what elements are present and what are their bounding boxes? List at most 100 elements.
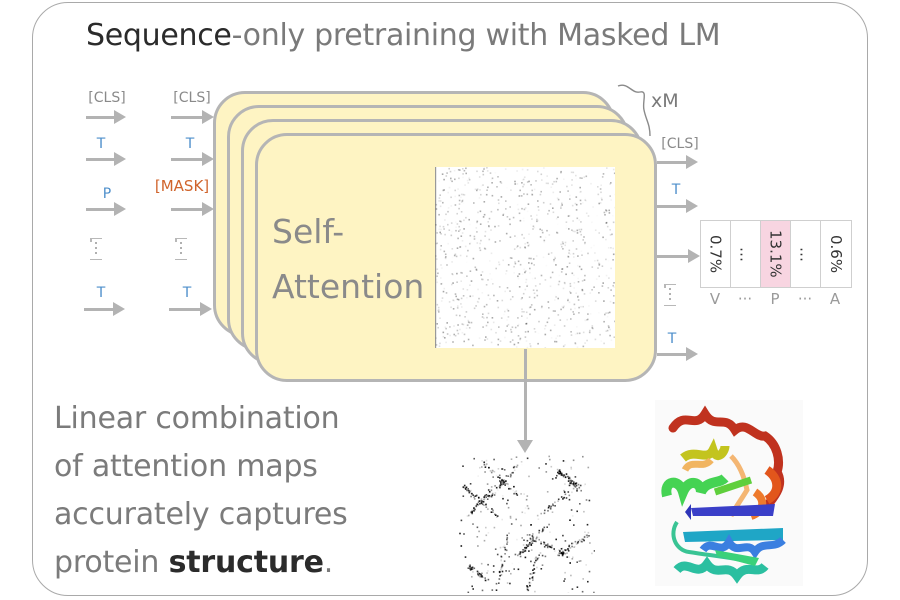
- map-pixel: [570, 481, 572, 483]
- map-pixel: [564, 241, 567, 244]
- map-pixel: [493, 494, 496, 496]
- masked-arrow: [169, 302, 212, 316]
- map-pixel: [515, 346, 518, 348]
- map-edge: [435, 167, 437, 348]
- map-pixel: [569, 290, 571, 293]
- map-pixel: [488, 466, 490, 469]
- map-pixel: [518, 562, 520, 564]
- map-pixel: [453, 325, 455, 327]
- map-pixel: [610, 339, 613, 341]
- map-pixel: [560, 271, 563, 273]
- map-pixel: [562, 551, 565, 554]
- map-pixel: [580, 203, 582, 205]
- map-pixel: [473, 457, 475, 460]
- map-pixel: [562, 345, 565, 348]
- map-pixel: [502, 495, 504, 497]
- map-pixel: [521, 310, 523, 313]
- map-pixel: [462, 486, 465, 488]
- map-pixel: [529, 537, 532, 540]
- map-pixel: [558, 470, 560, 472]
- map-pixel: [499, 181, 502, 183]
- map-pixel: [483, 201, 486, 203]
- map-pixel: [445, 341, 447, 344]
- map-pixel: [568, 476, 570, 479]
- map-pixel: [489, 273, 491, 275]
- map-pixel: [532, 228, 534, 230]
- map-pixel: [451, 248, 454, 250]
- map-pixel: [453, 169, 456, 172]
- map-pixel: [465, 172, 467, 175]
- map-pixel: [481, 185, 483, 187]
- map-pixel: [577, 299, 580, 301]
- mask-token: [MASK]: [154, 177, 210, 195]
- map-pixel: [591, 247, 593, 249]
- map-pixel: [608, 326, 610, 329]
- map-pixel: [581, 538, 583, 541]
- map-pixel: [491, 469, 494, 472]
- map-pixel: [533, 564, 535, 566]
- map-pixel: [447, 210, 449, 213]
- map-pixel: [537, 518, 540, 520]
- map-pixel: [506, 482, 508, 485]
- map-pixel: [481, 572, 483, 575]
- output-token-t-last: T: [667, 331, 677, 347]
- map-pixel: [579, 560, 582, 562]
- map-pixel: [521, 551, 523, 553]
- masked-token-t-last: T: [182, 285, 192, 301]
- map-pixel: [527, 244, 530, 247]
- map-pixel: [524, 270, 527, 272]
- map-pixel: [590, 313, 592, 315]
- map-pixel: [575, 482, 578, 484]
- map-pixel: [476, 188, 479, 190]
- map-pixel: [527, 330, 529, 333]
- map-pixel: [521, 182, 523, 184]
- map-pixel: [450, 234, 453, 237]
- map-pixel: [567, 256, 570, 258]
- map-pixel: [568, 228, 570, 230]
- map-pixel: [539, 283, 541, 285]
- map-pixel: [526, 285, 528, 287]
- map-pixel: [468, 177, 470, 179]
- map-pixel: [469, 490, 471, 493]
- map-pixel: [524, 556, 527, 559]
- map-pixel: [576, 326, 578, 328]
- map-pixel: [576, 488, 578, 490]
- map-pixel: [582, 455, 584, 458]
- map-pixel: [501, 564, 504, 567]
- map-pixel: [557, 216, 559, 218]
- map-pixel: [570, 509, 573, 511]
- map-pixel: [529, 267, 531, 270]
- map-pixel: [439, 231, 441, 234]
- map-pixel: [480, 574, 482, 576]
- map-pixel: [473, 498, 476, 500]
- map-pixel: [563, 491, 566, 493]
- map-pixel: [559, 191, 561, 193]
- map-pixel: [555, 264, 557, 266]
- map-pixel: [504, 484, 506, 486]
- map-pixel: [607, 316, 609, 318]
- map-pixel: [574, 343, 577, 345]
- map-pixel: [504, 482, 507, 485]
- map-pixel: [547, 213, 549, 215]
- map-pixel: [533, 292, 536, 295]
- map-pixel: [556, 231, 558, 234]
- map-pixel: [484, 579, 487, 582]
- map-pixel: [476, 220, 479, 223]
- map-pixel: [471, 576, 473, 578]
- map-pixel: [546, 491, 549, 493]
- map-pixel: [573, 481, 575, 483]
- map-pixel: [498, 263, 501, 266]
- map-pixel: [568, 214, 571, 217]
- map-pixel: [482, 184, 484, 186]
- map-pixel: [506, 582, 509, 584]
- map-pixel: [486, 508, 489, 511]
- map-pixel: [580, 233, 582, 236]
- map-pixel: [511, 326, 514, 328]
- map-pixel: [586, 319, 588, 321]
- map-pixel: [548, 523, 550, 526]
- map-pixel: [517, 317, 519, 319]
- map-pixel: [549, 458, 551, 461]
- map-pixel: [448, 186, 451, 189]
- map-pixel: [533, 296, 536, 299]
- map-pixel: [561, 553, 564, 556]
